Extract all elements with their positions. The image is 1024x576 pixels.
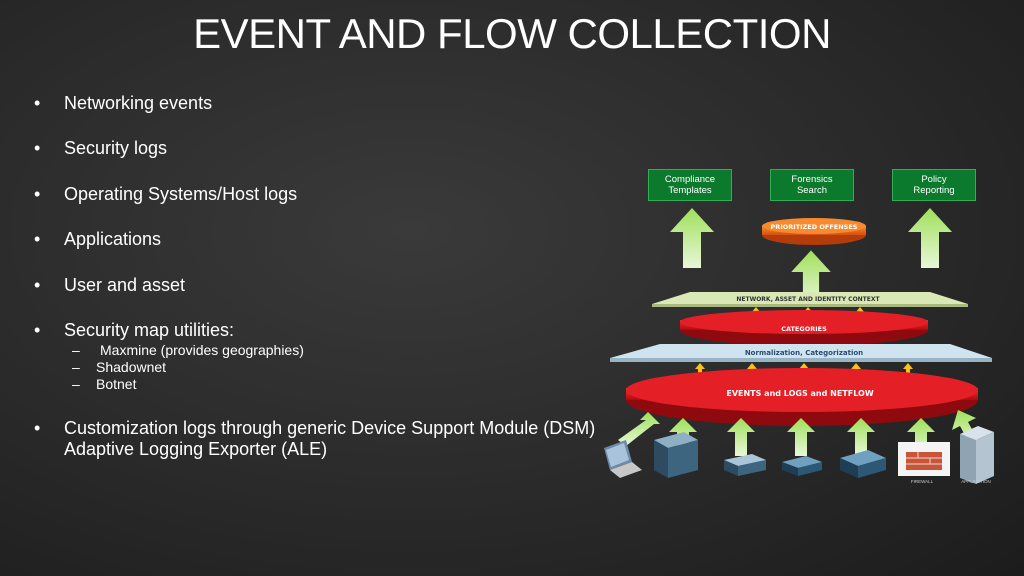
bullet-item: •Operating Systems/Host logs bbox=[34, 184, 298, 204]
up-arrow-icon bbox=[908, 208, 952, 268]
up-arrow-icon bbox=[727, 418, 755, 456]
up-arrow-icon bbox=[847, 418, 875, 456]
application-server-icon bbox=[960, 426, 994, 484]
device-label: APPLICATION bbox=[961, 479, 990, 484]
categories-disk bbox=[680, 310, 928, 346]
device-label: FIREWALL bbox=[911, 479, 934, 484]
bullet-item: •Customization logs through generic Devi… bbox=[34, 418, 596, 459]
up-arrow-icon bbox=[670, 208, 714, 268]
bullet-text: Security logs bbox=[64, 138, 168, 158]
categories-label: CATEGORIES bbox=[781, 325, 827, 333]
router-icon bbox=[782, 456, 822, 476]
bullet-text: Security map utilities: bbox=[64, 320, 235, 340]
bullet-text: Networking events bbox=[64, 93, 213, 113]
sub-bullet: –Maxmine (provides geographies) bbox=[72, 342, 304, 358]
box-line: Policy bbox=[921, 174, 947, 185]
sub-bullet-text: Maxmine (provides geographies) bbox=[100, 342, 304, 358]
normalization-label: Normalization, Categorization bbox=[745, 349, 863, 357]
up-arrow-icon bbox=[618, 412, 660, 446]
policy-reporting-box: Policy Reporting bbox=[892, 169, 976, 201]
sub-bullet-text: Botnet bbox=[96, 376, 137, 392]
box-line: Reporting bbox=[913, 185, 955, 196]
prioritized-offenses-label: PRIORITIZED OFFENSES bbox=[771, 223, 858, 231]
forensics-search-box: Forensics Search bbox=[770, 169, 854, 201]
box-line: Search bbox=[796, 185, 828, 196]
bullet-item: •User and asset bbox=[34, 275, 186, 295]
context-label: NETWORK, ASSET AND IDENTITY CONTEXT bbox=[736, 296, 880, 303]
bullet-text: Applications bbox=[64, 229, 162, 249]
sub-bullet-text: Shadownet bbox=[96, 359, 167, 375]
box-line: Compliance bbox=[664, 174, 716, 185]
events-disk bbox=[626, 368, 978, 426]
slide-title: EVENT AND FLOW COLLECTION bbox=[193, 10, 831, 57]
bullet-item: •Applications bbox=[34, 229, 162, 249]
bullet-item: •Security logs bbox=[34, 138, 168, 158]
switch-icon bbox=[724, 454, 766, 476]
sub-bullet: –Shadownet bbox=[72, 359, 167, 375]
laptop-icon bbox=[604, 440, 642, 478]
sub-bullet: –Botnet bbox=[72, 376, 137, 392]
server-icon bbox=[654, 432, 698, 478]
up-arrow-icon bbox=[787, 418, 815, 456]
bullet-item: •Networking events bbox=[34, 93, 213, 113]
bullet-text: Customization logs through generic Devic… bbox=[64, 418, 596, 459]
up-arrow-icon bbox=[907, 418, 935, 456]
compliance-templates-box: Compliance Templates bbox=[648, 169, 732, 201]
bullet-item: •Security map utilities: bbox=[34, 320, 235, 340]
firewall-icon bbox=[898, 442, 950, 476]
events-label: EVENTS and LOGS and NETFLOW bbox=[726, 389, 873, 398]
box-line: Forensics bbox=[791, 174, 833, 185]
bullet-text: Operating Systems/Host logs bbox=[64, 184, 298, 204]
bullet-text: User and asset bbox=[64, 275, 186, 295]
context-layer bbox=[652, 292, 968, 307]
box-line: Templates bbox=[668, 185, 712, 196]
network-device-icon bbox=[840, 450, 886, 478]
prioritized-offenses-disk bbox=[762, 218, 866, 245]
normalization-layer bbox=[610, 344, 992, 362]
